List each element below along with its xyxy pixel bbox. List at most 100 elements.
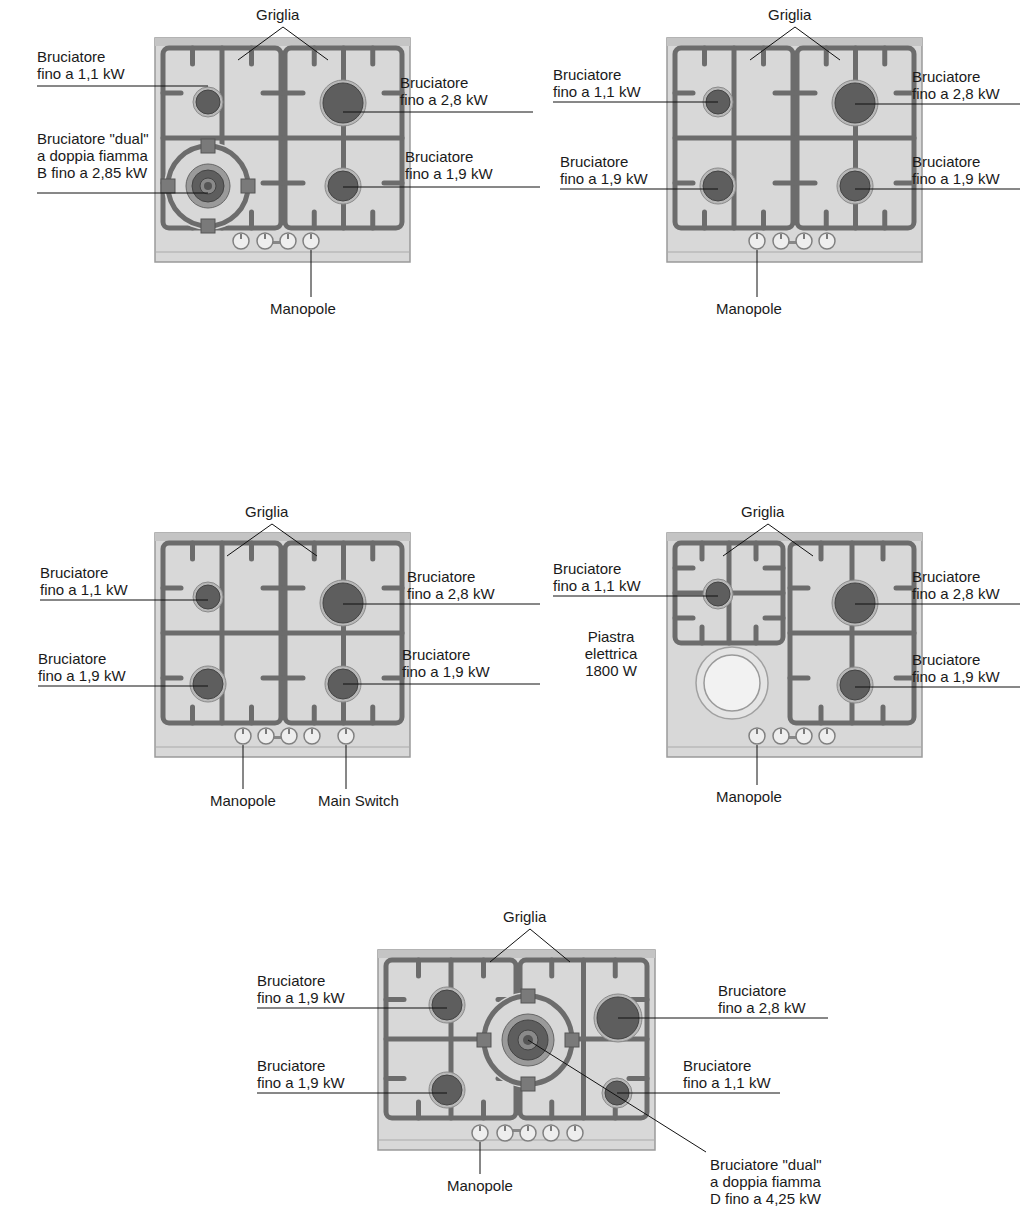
burner-base bbox=[320, 80, 366, 126]
grate-bar bbox=[384, 91, 402, 96]
burner-cap bbox=[706, 582, 730, 606]
leader-line bbox=[560, 189, 718, 190]
grate-bar bbox=[285, 586, 303, 591]
callout-label: Griglia bbox=[741, 503, 784, 520]
burner-base bbox=[832, 580, 878, 626]
control-knob bbox=[280, 233, 296, 249]
callout-label: Bruciatore fino a 2,8 kW bbox=[718, 982, 810, 1016]
hob-back-edge bbox=[155, 533, 410, 541]
electric-plate bbox=[704, 655, 760, 711]
grate-bar bbox=[797, 181, 815, 186]
grate-bar bbox=[312, 707, 317, 723]
electric-plate-rim bbox=[696, 647, 768, 719]
burner-base bbox=[837, 667, 873, 703]
hob-back-edge bbox=[667, 533, 922, 541]
control-knob bbox=[303, 233, 319, 249]
grate-bar bbox=[700, 627, 705, 643]
control-knob bbox=[749, 233, 765, 249]
burner-base bbox=[193, 87, 223, 117]
callout-label: Bruciatore fino a 1,9 kW bbox=[912, 153, 1004, 187]
leader-line bbox=[343, 684, 540, 685]
control-knob bbox=[520, 1125, 536, 1141]
burner-base bbox=[700, 168, 736, 204]
grate-bar bbox=[549, 1102, 554, 1118]
leader-line bbox=[40, 600, 208, 601]
leader-line bbox=[768, 524, 813, 556]
grate-bar bbox=[896, 181, 914, 186]
leader-line bbox=[311, 250, 312, 297]
burner-base bbox=[325, 168, 361, 204]
knob-marker bbox=[550, 1126, 552, 1131]
leader-line bbox=[553, 102, 718, 103]
grate-bar bbox=[163, 586, 181, 591]
grate-bar bbox=[797, 91, 815, 96]
grate-bar bbox=[765, 616, 783, 621]
leader-line bbox=[553, 596, 718, 597]
ring-support bbox=[161, 179, 175, 193]
leader-line bbox=[38, 686, 208, 687]
control-knob bbox=[543, 1125, 559, 1141]
leader-line bbox=[343, 187, 540, 188]
knob-marker bbox=[756, 234, 758, 239]
grate-bar bbox=[675, 91, 693, 96]
grate-frame bbox=[285, 48, 402, 228]
hob-panel bbox=[378, 950, 655, 1150]
grate-bar bbox=[882, 212, 887, 228]
grate-frame bbox=[790, 543, 914, 723]
knob-marker bbox=[479, 1126, 481, 1131]
leader-line bbox=[490, 929, 530, 962]
leader-line bbox=[795, 27, 840, 60]
knob-marker bbox=[311, 729, 313, 734]
grate-bar bbox=[384, 181, 402, 186]
grate-bar bbox=[386, 997, 404, 1002]
grate-bar bbox=[754, 627, 759, 643]
knob-marker bbox=[240, 234, 242, 239]
control-knob bbox=[773, 728, 789, 744]
callout-label: Bruciatore fino a 1,9 kW bbox=[912, 651, 1004, 685]
knob-marker bbox=[287, 234, 289, 239]
leader-line bbox=[750, 27, 795, 60]
ring-support bbox=[241, 179, 255, 193]
callout-label: Griglia bbox=[503, 908, 546, 925]
callout-label: Bruciatore fino a 1,9 kW bbox=[560, 153, 652, 187]
callout-label: Bruciatore "dual" a doppia fiamma B fino… bbox=[37, 130, 153, 181]
control-knob bbox=[796, 728, 812, 744]
grate-bar bbox=[285, 91, 303, 96]
leader-line bbox=[855, 189, 1020, 190]
knob-marker bbox=[574, 1126, 576, 1131]
knob-marker bbox=[803, 729, 805, 734]
burner-base bbox=[703, 579, 733, 609]
hob-front-edge bbox=[155, 252, 410, 253]
ring-support bbox=[565, 1033, 579, 1047]
grate-bar bbox=[702, 212, 707, 228]
knob-marker bbox=[527, 1126, 529, 1131]
callout-label: Bruciatore fino a 2,8 kW bbox=[400, 74, 492, 108]
burner-cap bbox=[840, 171, 870, 201]
grate-bar bbox=[370, 543, 375, 559]
dual-outer-crown bbox=[186, 164, 230, 208]
grate-bar bbox=[549, 960, 554, 976]
grate-bar bbox=[190, 707, 195, 723]
grate-bar bbox=[481, 960, 486, 976]
callout-label: Manopole bbox=[210, 792, 276, 809]
callout-label: Bruciatore fino a 2,8 kW bbox=[407, 568, 499, 602]
grate-bar bbox=[163, 676, 181, 681]
grate-bar bbox=[629, 1076, 647, 1081]
callout-label: Bruciatore fino a 2,8 kW bbox=[912, 68, 1004, 102]
hob-panel bbox=[667, 38, 922, 262]
grate-bar bbox=[190, 543, 195, 559]
callout-label: Manopole bbox=[716, 788, 782, 805]
grate-bar bbox=[761, 212, 766, 228]
grate-bar bbox=[824, 212, 829, 228]
grate-bar bbox=[481, 1102, 486, 1118]
grate-bar bbox=[370, 707, 375, 723]
control-knob bbox=[749, 728, 765, 744]
callout-label: Bruciatore fino a 1,1 kW bbox=[553, 560, 645, 594]
burner-cap bbox=[193, 669, 223, 699]
burner-cap bbox=[323, 83, 363, 123]
knob-marker bbox=[504, 1126, 506, 1131]
grate-bar bbox=[896, 586, 914, 591]
callout-label: Manopole bbox=[270, 300, 336, 317]
grate-bar bbox=[790, 676, 808, 681]
